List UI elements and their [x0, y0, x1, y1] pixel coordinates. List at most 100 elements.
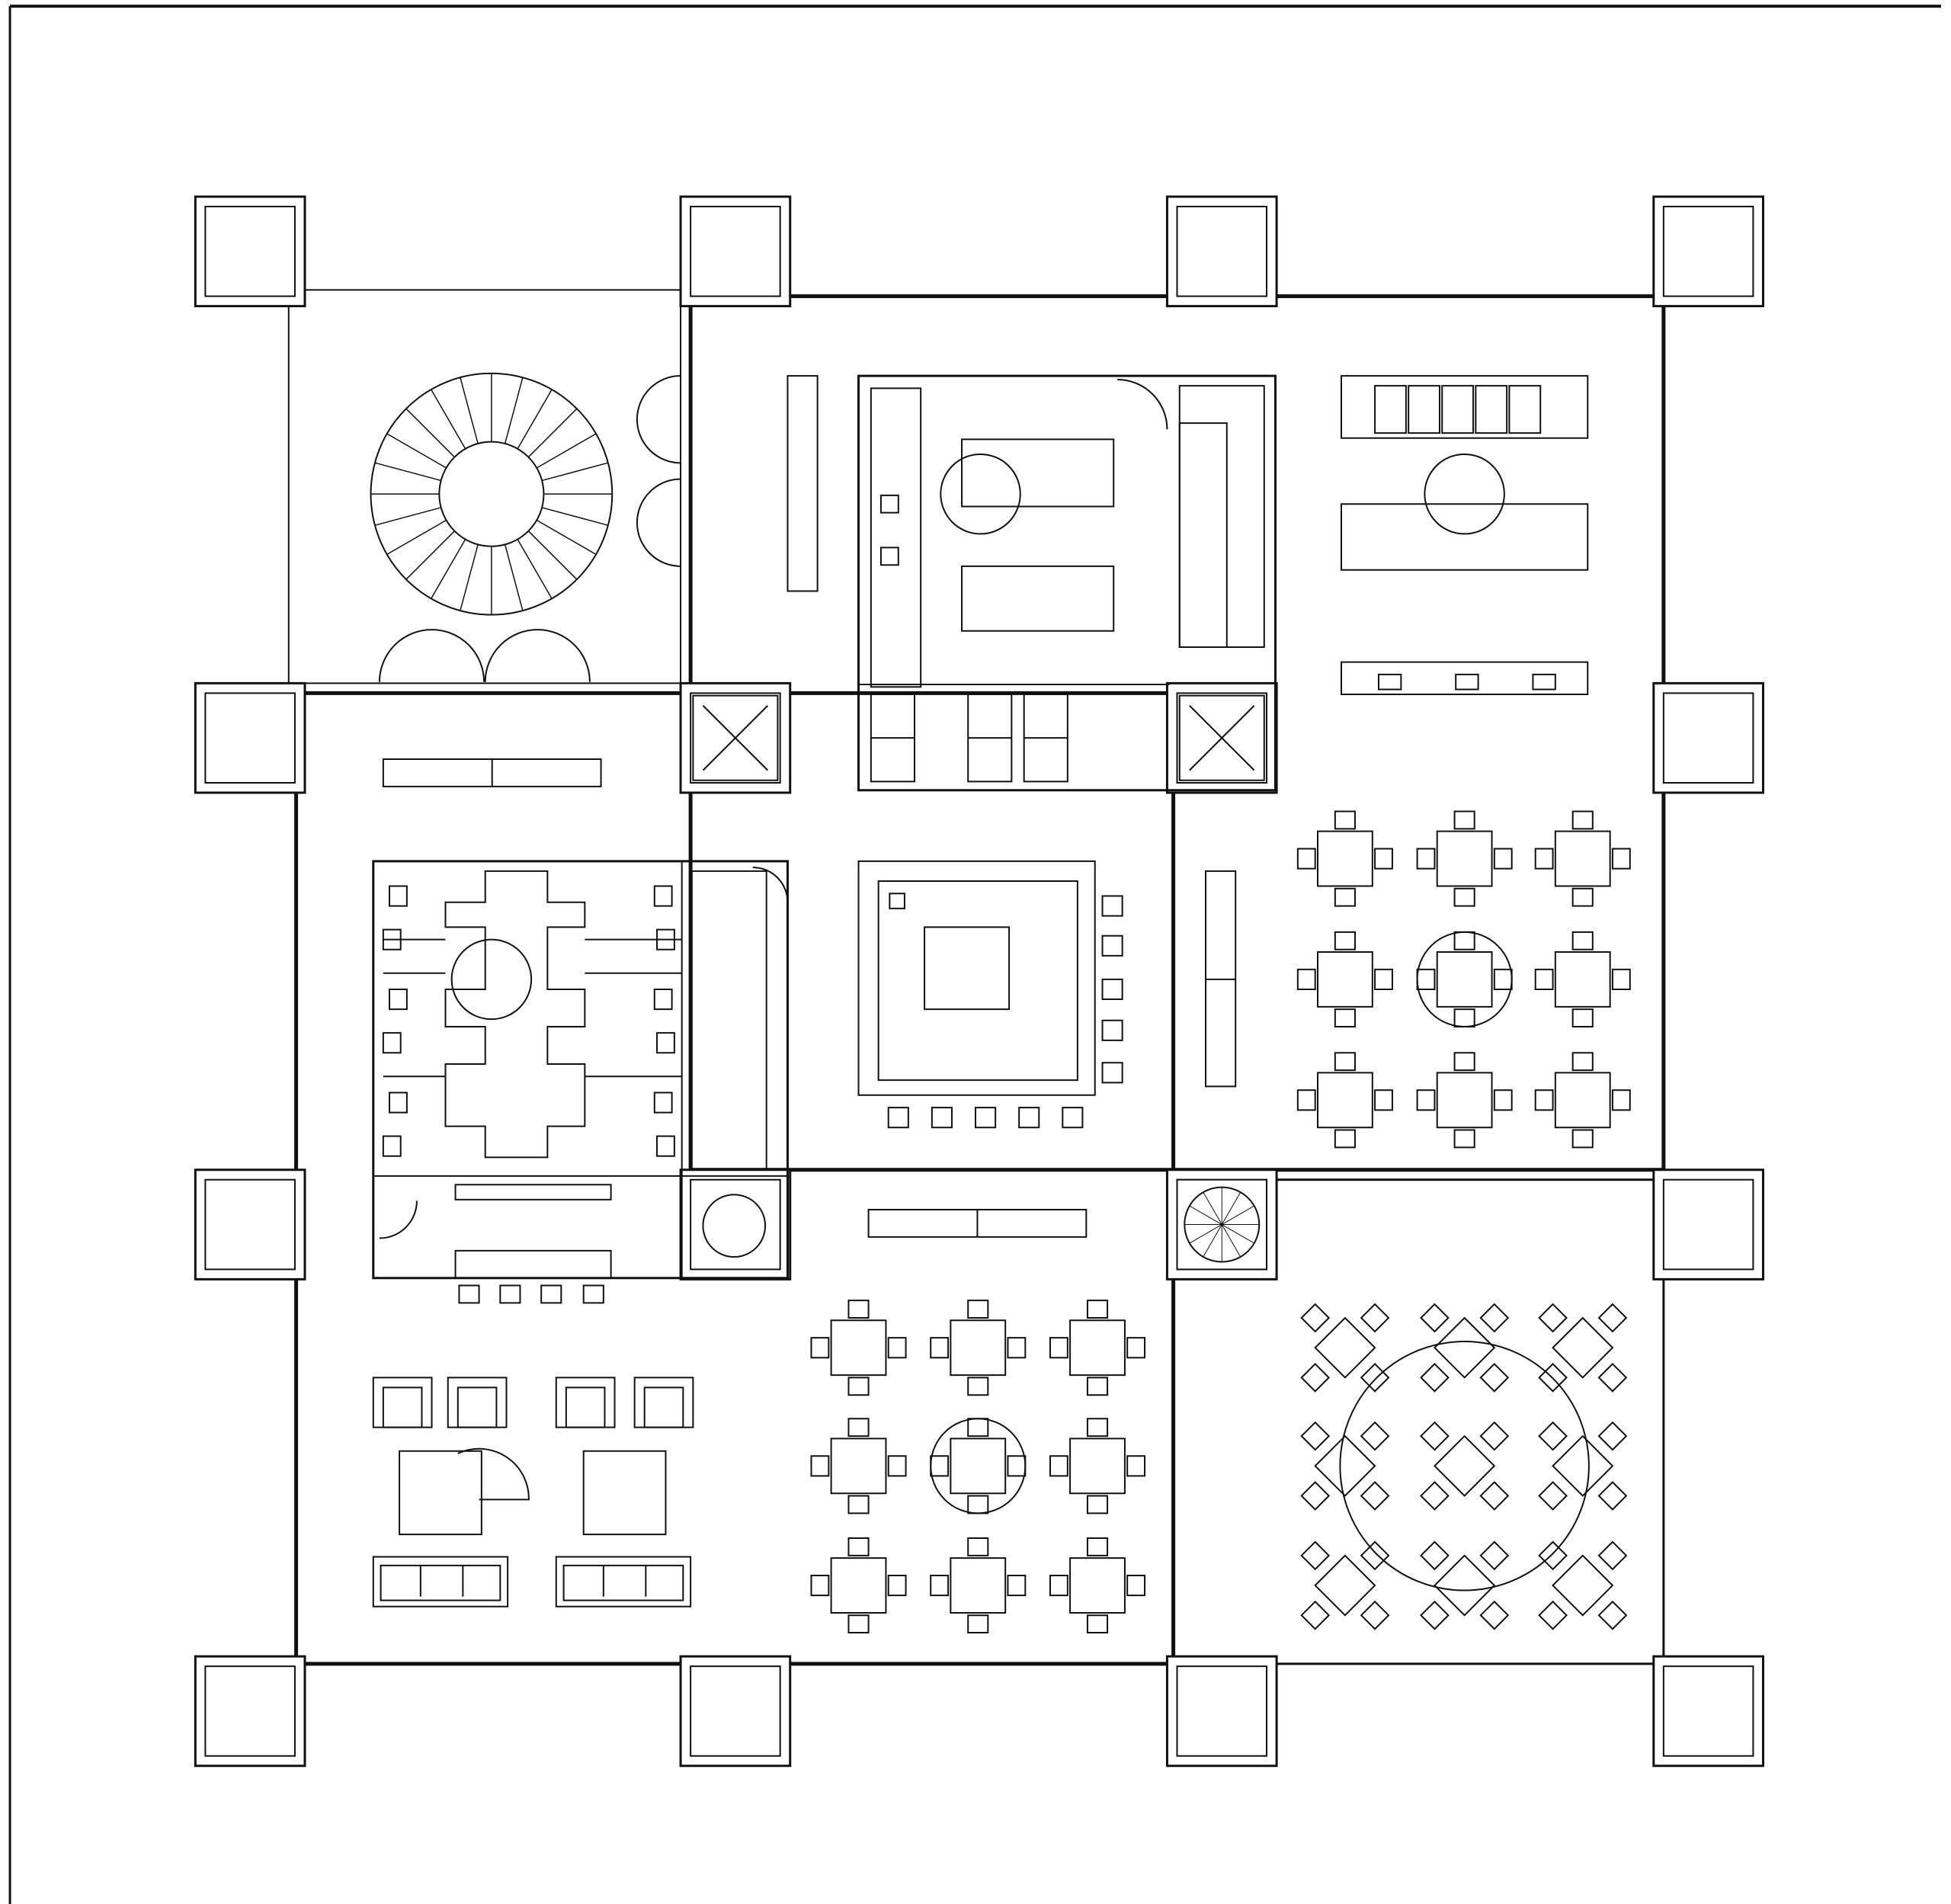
stool	[500, 1286, 520, 1303]
column-inner	[1177, 1666, 1267, 1756]
stage-center	[924, 927, 1009, 1009]
chair	[1573, 932, 1593, 950]
toilet-icon	[655, 989, 672, 1009]
stair-step	[1222, 1225, 1254, 1243]
lounge-chair	[485, 630, 590, 682]
column-outer	[681, 1170, 790, 1280]
diamond-table	[1302, 1422, 1389, 1509]
table-top	[1555, 832, 1610, 886]
stage-chair	[976, 1107, 995, 1127]
chair	[848, 1418, 868, 1436]
stair-step	[528, 409, 576, 457]
stair-step	[505, 377, 523, 444]
dining-table	[811, 1418, 905, 1513]
toilet-icon	[657, 1136, 674, 1156]
chair	[1361, 1364, 1389, 1391]
sofa	[556, 1556, 690, 1606]
column-inner	[205, 1180, 295, 1270]
table-top	[1555, 952, 1610, 1007]
column-inner	[1177, 207, 1267, 296]
dining-table	[1050, 1538, 1145, 1633]
column-outer	[195, 197, 305, 306]
dining-table	[931, 1538, 1025, 1633]
chair	[811, 1456, 828, 1476]
chair	[1361, 1482, 1389, 1510]
table-top	[1434, 1436, 1494, 1495]
table-top	[1553, 1556, 1613, 1615]
lounge-chair	[637, 479, 681, 566]
column	[681, 1170, 790, 1280]
chair	[1302, 1482, 1329, 1510]
stair-step	[517, 389, 552, 449]
column-outer	[195, 1170, 305, 1280]
column	[681, 197, 790, 306]
chair	[1008, 1338, 1025, 1357]
chair	[931, 1575, 948, 1595]
chair	[1573, 1009, 1593, 1027]
column-outer	[1167, 1656, 1277, 1766]
diamond-table	[1539, 1422, 1626, 1509]
diamond-table	[1421, 1304, 1507, 1391]
chair	[1599, 1304, 1626, 1332]
table-top	[1318, 832, 1373, 886]
chair	[1539, 1542, 1567, 1569]
stair-step	[1222, 1225, 1240, 1257]
chair	[1088, 1418, 1107, 1436]
chair	[1494, 848, 1512, 868]
chair	[1335, 812, 1355, 829]
chair	[1127, 1338, 1145, 1357]
round-rug	[931, 1418, 1025, 1513]
chair	[1455, 1053, 1475, 1070]
column-inner	[205, 207, 295, 296]
chair	[1421, 1601, 1448, 1629]
armchair-seat	[458, 1387, 497, 1427]
armchair-seat	[645, 1387, 684, 1427]
chair	[1421, 1482, 1448, 1510]
chair	[1539, 1482, 1567, 1510]
banquet-room-walls	[1174, 1180, 1664, 1664]
stair-step	[1203, 1225, 1222, 1257]
stage-chair	[1103, 936, 1123, 956]
stair-step	[460, 544, 478, 611]
dining-table	[1298, 932, 1392, 1027]
column	[1654, 683, 1764, 793]
chair	[1421, 1304, 1448, 1332]
stair-step	[1203, 1192, 1222, 1224]
column-outer	[1654, 1656, 1764, 1766]
chair	[1494, 1090, 1512, 1110]
chair	[1613, 970, 1630, 989]
chair	[968, 1418, 988, 1436]
stair-step	[542, 508, 608, 525]
chair	[1088, 1615, 1107, 1633]
chair	[1573, 889, 1593, 906]
dining-table	[1298, 1053, 1392, 1147]
stair-step	[387, 520, 447, 554]
column-inner	[1177, 693, 1267, 783]
columns	[195, 197, 1763, 1766]
dining-table	[1050, 1300, 1145, 1395]
chair	[968, 1538, 988, 1556]
table-top	[1434, 1318, 1494, 1377]
staircase-inner	[439, 442, 543, 547]
stair-step	[537, 434, 596, 468]
toilet-icon	[383, 1136, 401, 1156]
chair	[1573, 1130, 1593, 1147]
table-top	[831, 1438, 886, 1493]
diamond-table	[1421, 1422, 1507, 1509]
stool	[541, 1286, 561, 1303]
stool	[584, 1286, 604, 1303]
stage-chair	[1103, 1063, 1123, 1082]
chair	[1481, 1304, 1508, 1332]
prep-table	[962, 566, 1113, 631]
stage-fixture	[889, 893, 905, 909]
diamond-table	[1539, 1542, 1626, 1629]
chair	[1335, 1009, 1355, 1027]
table-top	[1315, 1556, 1375, 1615]
diamond-table	[1539, 1304, 1626, 1391]
door-swing	[458, 1449, 529, 1500]
table	[1341, 504, 1587, 570]
dining-table	[931, 1300, 1025, 1395]
stair-step	[375, 508, 441, 525]
counter	[787, 376, 817, 591]
counters	[383, 376, 1235, 1237]
